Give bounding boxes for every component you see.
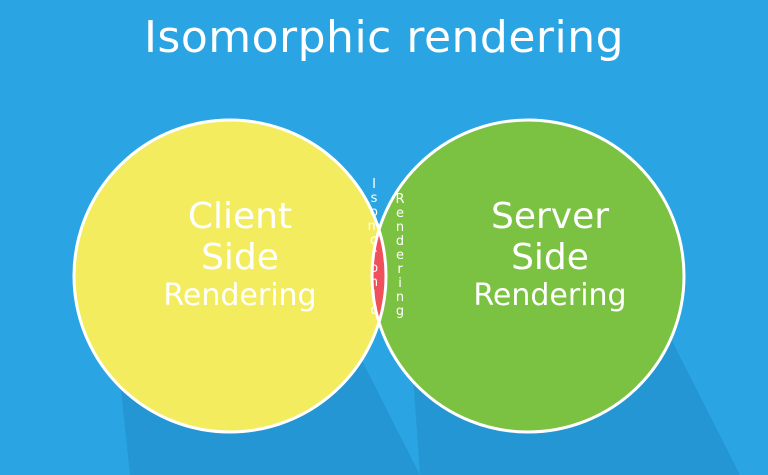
server-label-line1: Server	[490, 196, 610, 237]
server-label-line2: Side	[511, 237, 589, 279]
client-label-line3: Rendering	[163, 277, 317, 313]
client-side-label: Client Side Rendering	[140, 196, 340, 313]
server-side-circle	[372, 120, 684, 432]
client-label-line2: Side	[201, 237, 279, 279]
client-side-circle-outline	[72, 118, 388, 434]
server-side-circle-outline	[370, 118, 686, 434]
server-side-label: Server Side Rendering	[440, 196, 660, 313]
server-label-line3: Rendering	[473, 277, 627, 313]
client-label-line1: Client	[187, 196, 293, 237]
client-side-circle	[74, 120, 386, 432]
diagram-title: Isomorphic rendering	[143, 12, 625, 63]
